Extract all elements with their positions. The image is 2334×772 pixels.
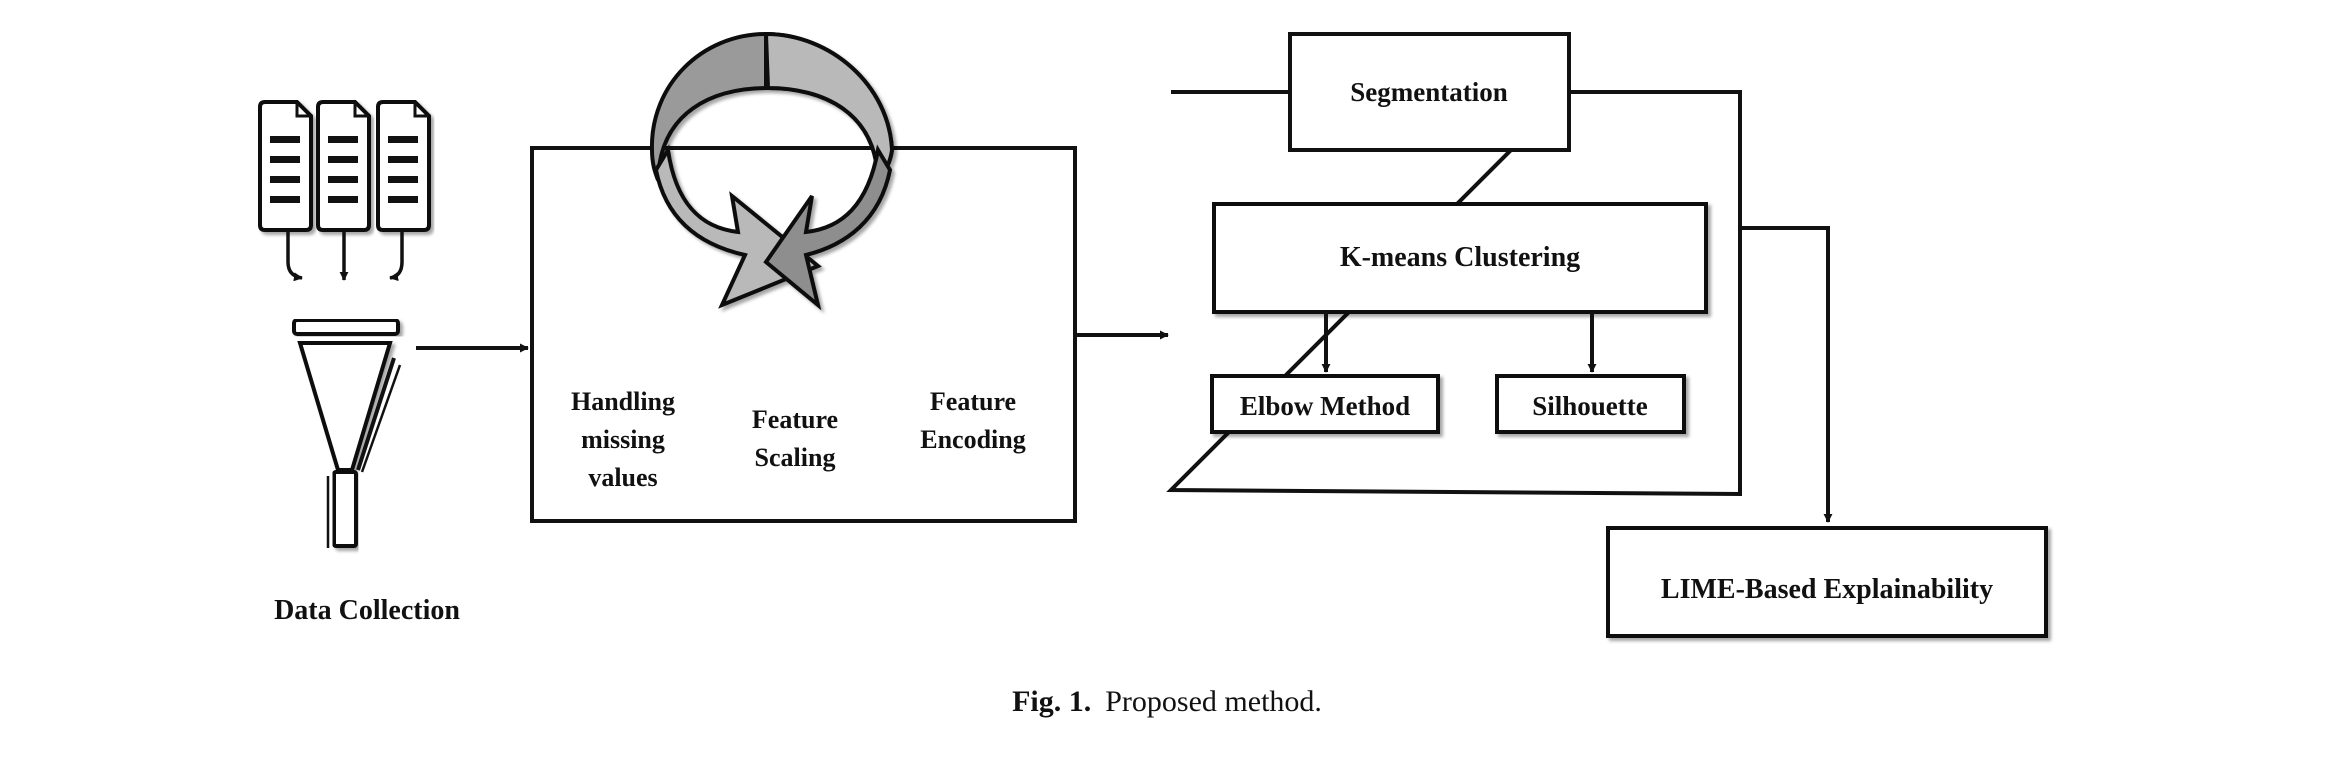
scaling-line-2: Scaling bbox=[755, 443, 836, 472]
handling-missing-values-label: Handling missing values bbox=[571, 387, 675, 492]
figure-caption: Fig. 1. Proposed method. bbox=[0, 685, 2334, 719]
segmentation-label: Segmentation bbox=[1350, 77, 1508, 107]
elbow-method-box bbox=[1210, 374, 1440, 434]
handling-line-3: values bbox=[588, 463, 657, 492]
document-icon bbox=[316, 100, 371, 232]
documents-icon bbox=[258, 100, 431, 232]
feature-encoding-label: Feature Encoding bbox=[920, 387, 1026, 454]
feature-scaling-label: Feature Scaling bbox=[752, 405, 838, 472]
elbow-method-label: Elbow Method bbox=[1240, 391, 1410, 421]
figure-caption-text: Proposed method. bbox=[1105, 685, 1322, 718]
arrow-segmentation-to-lime bbox=[1742, 226, 1833, 523]
document-icon bbox=[258, 100, 313, 232]
cycle-arrows-icon bbox=[649, 31, 895, 311]
lime-box bbox=[1606, 526, 2048, 638]
scaling-line-1: Feature bbox=[752, 405, 838, 434]
handling-line-2: missing bbox=[581, 425, 665, 454]
lime-label: LIME-Based Explainability bbox=[1661, 574, 1993, 605]
kmeans-box bbox=[1212, 202, 1708, 314]
data-collection-label: Data Collection bbox=[274, 595, 460, 626]
document-to-funnel-arrows bbox=[286, 232, 404, 282]
funnel-icon bbox=[292, 318, 402, 548]
kmeans-label: K-means Clustering bbox=[1340, 242, 1580, 273]
silhouette-label: Silhouette bbox=[1532, 391, 1648, 421]
document-icon bbox=[376, 100, 431, 232]
silhouette-box bbox=[1495, 374, 1686, 434]
handling-line-1: Handling bbox=[571, 387, 675, 416]
segmentation-title-box bbox=[1288, 32, 1571, 152]
encoding-line-2: Encoding bbox=[920, 425, 1026, 454]
figure-number: Fig. 1. bbox=[1012, 685, 1092, 718]
encoding-line-1: Feature bbox=[930, 387, 1016, 416]
